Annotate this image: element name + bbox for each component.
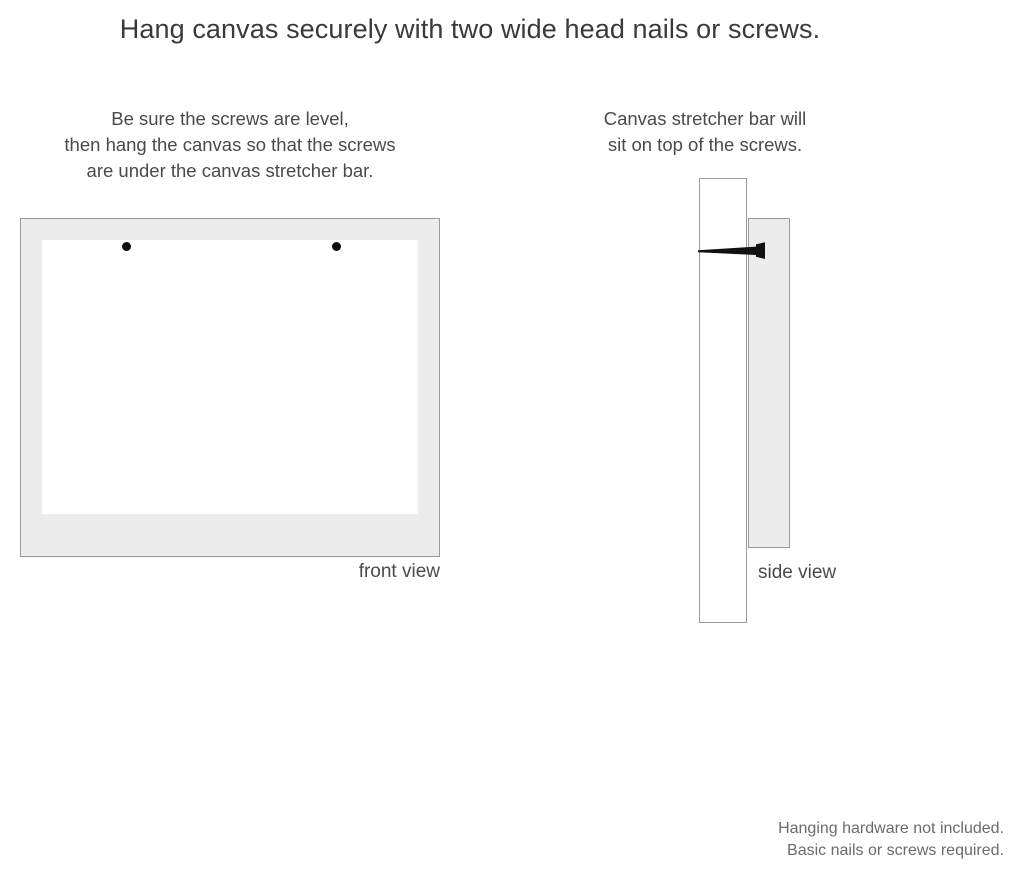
canvas-face (42, 240, 418, 514)
footer-line-2: Basic nails or screws required. (787, 842, 1004, 859)
canvas-stretcher-bar-side (748, 218, 834, 577)
front-view-caption: Be sure the screws are level, then hang … (20, 106, 440, 184)
side-caption-line-1: Canvas stretcher bar will (603, 108, 807, 129)
footer-line-1: Hanging hardware not included. (778, 820, 1004, 837)
canvas-frame-front (20, 218, 440, 557)
front-view-diagram (20, 218, 440, 557)
side-view-label: side view (758, 562, 837, 583)
front-view-label: front view (358, 561, 440, 582)
front-caption-line-2: then hang the canvas so that the screws (64, 134, 396, 155)
footer-note: Hanging hardware not included. Basic nai… (704, 818, 1004, 862)
side-caption-line-2: sit on top of the screws. (607, 134, 803, 155)
side-view-diagram (690, 170, 834, 640)
screw-head-dot-icon (122, 242, 131, 251)
screw-side-profile-icon (698, 242, 765, 259)
front-caption-line-3: are under the canvas stretcher bar. (86, 160, 374, 181)
side-view-caption: Canvas stretcher bar will sit on top of … (575, 106, 835, 158)
front-caption-line-1: Be sure the screws are level, (111, 108, 349, 129)
page-title: Hang canvas securely with two wide head … (119, 14, 821, 44)
screw-head-dot-icon (332, 242, 341, 251)
canvas-bar-inner-face (811, 315, 834, 577)
